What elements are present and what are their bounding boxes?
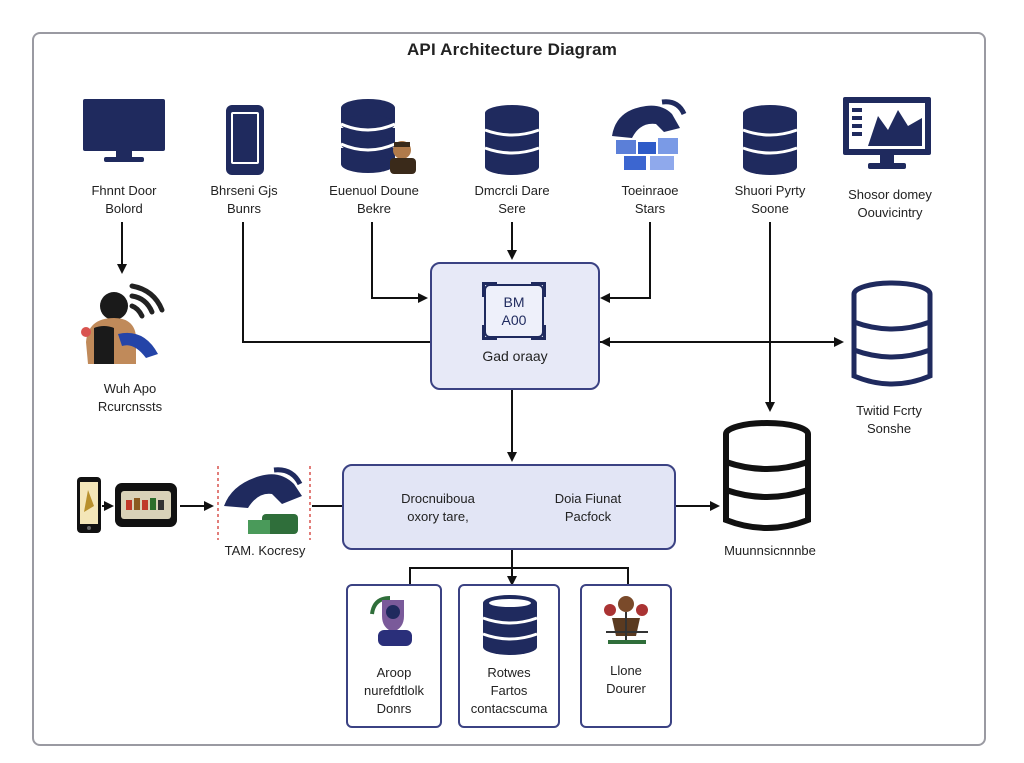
database-icon (484, 105, 540, 175)
puzzle-icon (612, 99, 687, 170)
third-party-database-icon (851, 280, 933, 387)
analytics-monitor-icon (843, 97, 931, 169)
web-app-wifi-icon (81, 283, 165, 364)
puppet-icon (604, 596, 648, 644)
monitor-icon (83, 99, 165, 162)
main-database-label: Muunnsicnnnbe (724, 543, 816, 558)
bus-line (409, 567, 629, 584)
gateway-label: Gad oraay (482, 348, 548, 364)
gateway-badge-line1: BM (503, 294, 525, 310)
smartphone-icon (77, 477, 101, 533)
api-gateway: BM A00 Gad oraay (430, 262, 600, 390)
diagram-title: API Architecture Diagram (406, 40, 618, 59)
database-user-icon (340, 99, 416, 174)
mobile-phone-icon (226, 105, 264, 175)
database-icon (742, 105, 798, 175)
arrow-extdb-to-gateway (371, 222, 428, 303)
gateway-badge-line2: A00 (501, 312, 527, 328)
main-database-icon (723, 420, 811, 531)
pos-terminal-icon (115, 483, 177, 527)
arrow-interface-to-gateway (600, 222, 651, 303)
handshake-icon (224, 467, 303, 534)
database-icon (482, 595, 538, 655)
auth-label: TAM. Kocresy (224, 543, 306, 558)
user-shield-icon (370, 596, 412, 646)
gateway-badge: BM A00 (482, 282, 546, 340)
line-mobile-to-gateway (242, 222, 430, 343)
